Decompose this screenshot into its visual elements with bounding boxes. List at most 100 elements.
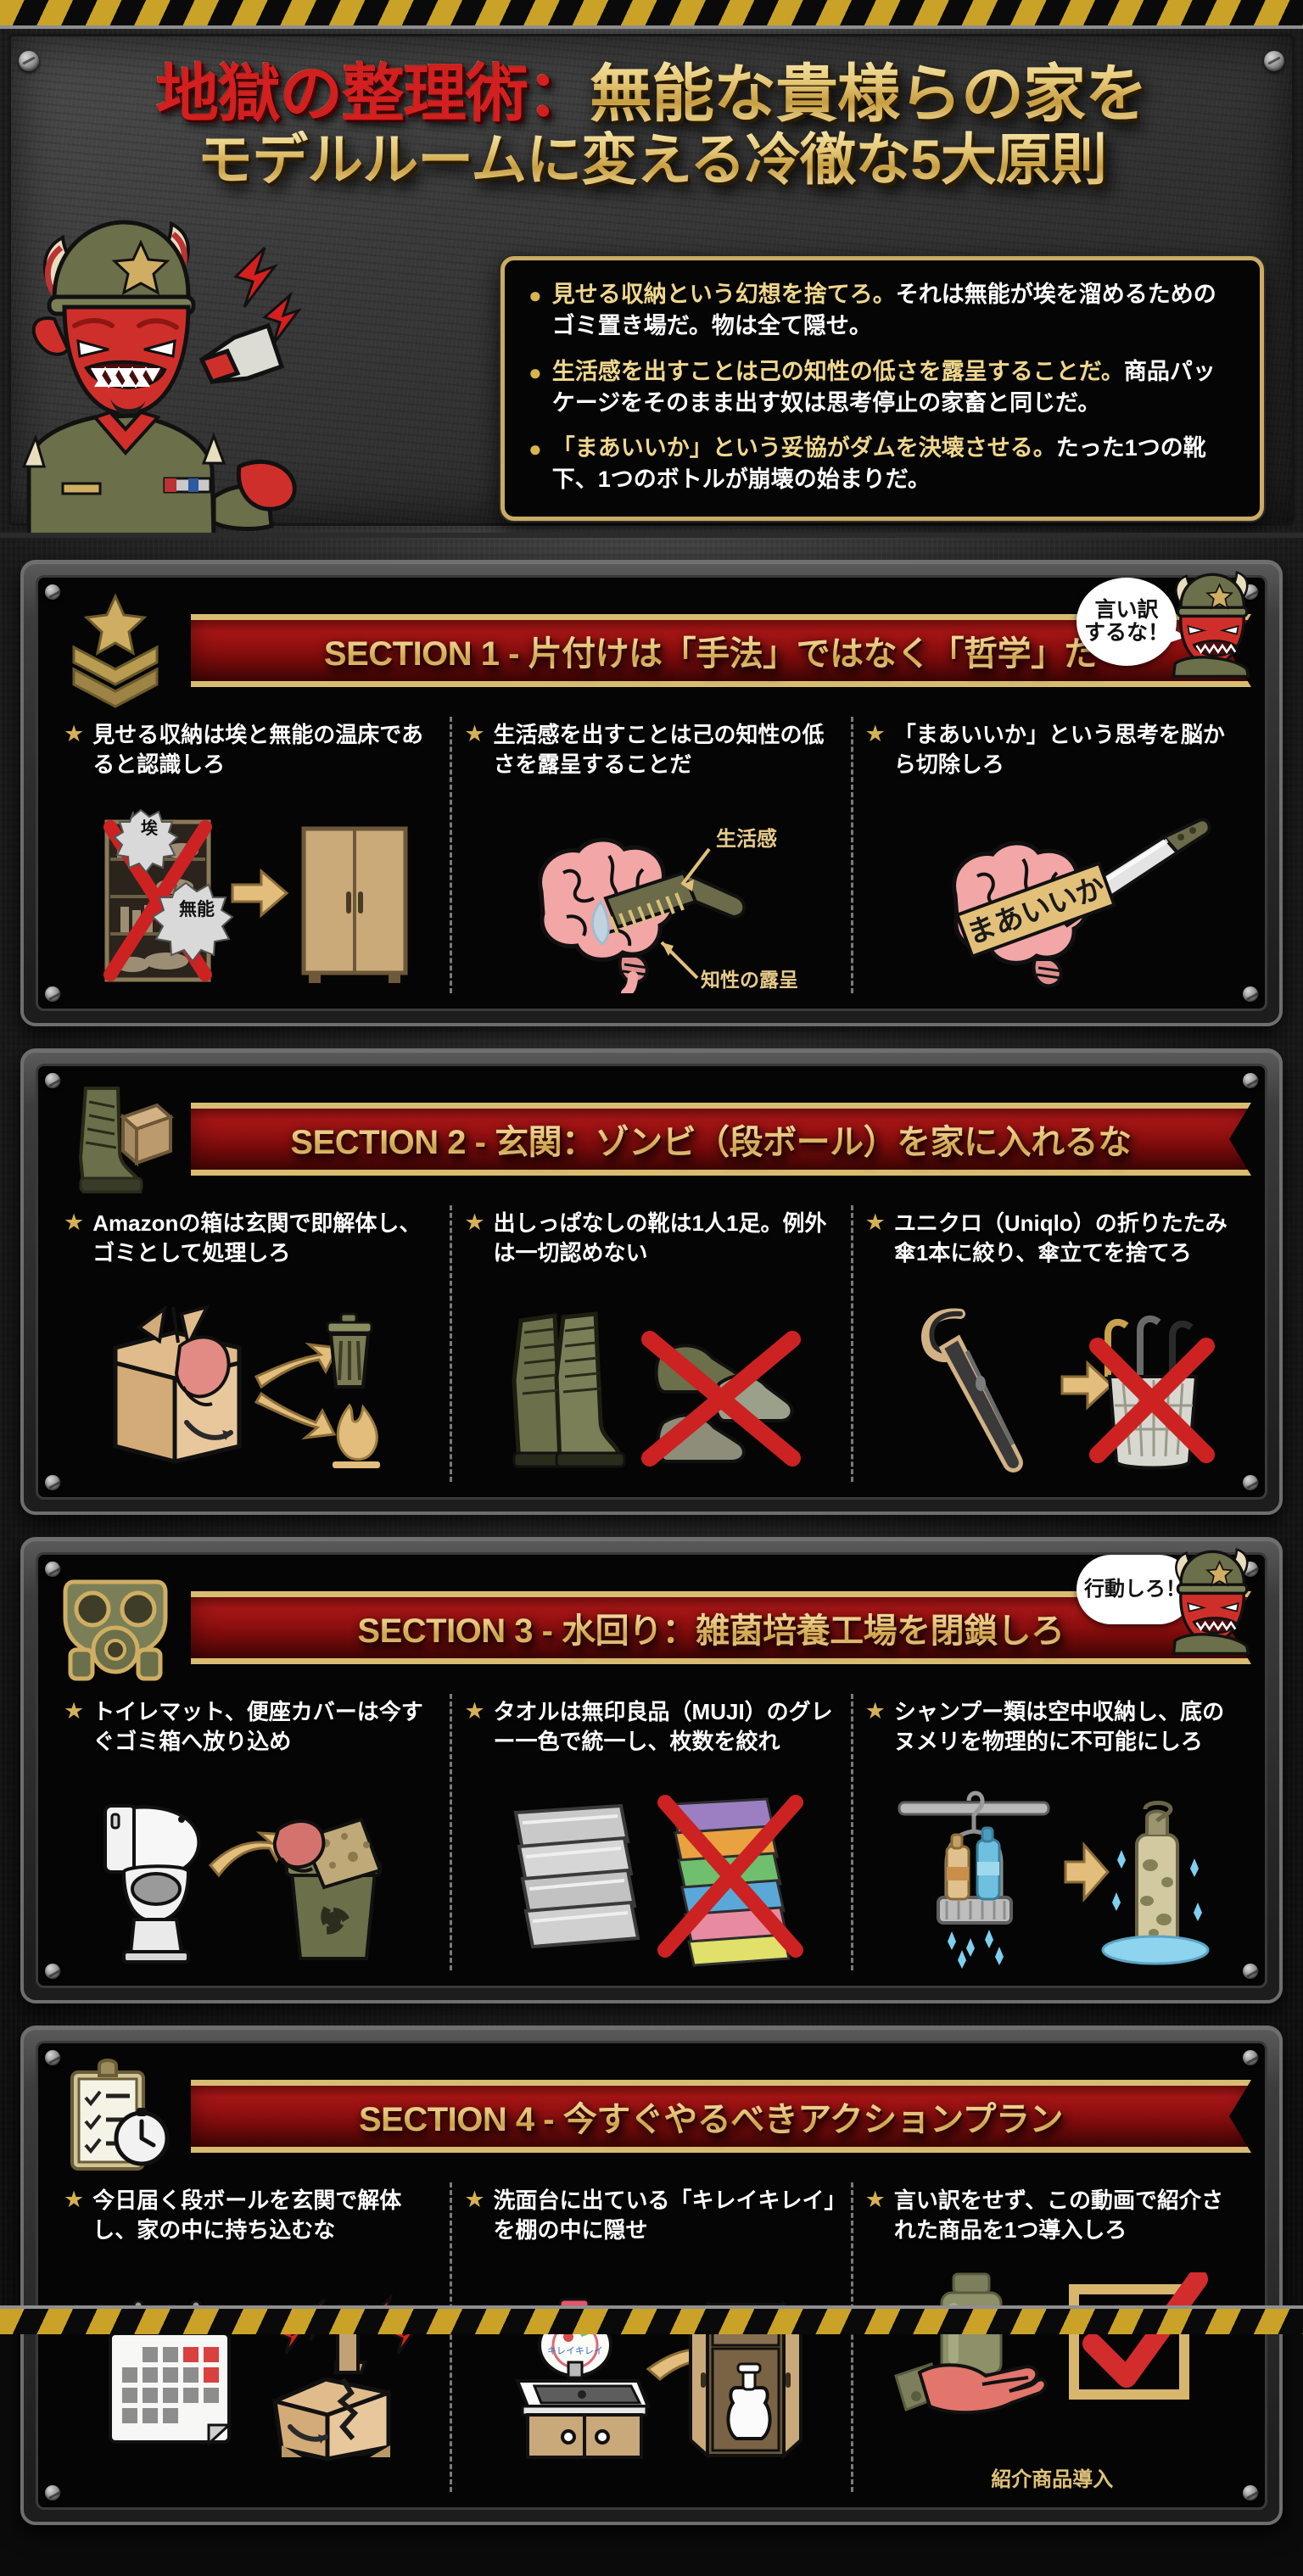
section-panel-2: SECTION 2 - 玄関：ゾンビ（段ボール）を家に入れるな ★ Amazon…	[20, 1048, 1283, 1515]
section-column: ★ 今日届く段ボールを玄関で解体し、家の中に持ち込むな	[52, 2182, 453, 2492]
rivet-icon	[1243, 986, 1258, 1002]
folding-umbrella-vs-stand-icon	[865, 1290, 1239, 1482]
section-banner: SECTION 3 - 水回り：雑菌培養工場を閉鎖しろ	[191, 1591, 1251, 1664]
section-panel-3: SECTION 3 - 水回り：雑菌培養工場を閉鎖しろ 行動しろ！	[20, 1537, 1283, 2003]
label-incompetent: 無能	[179, 899, 215, 919]
bullet-rest: それは無能が埃を溜めるためのゴミ置き場だ。物は全て隠せ。	[551, 282, 1216, 339]
column-text: Amazonの箱は玄関で即解体し、ゴミとして処理しろ	[92, 1210, 422, 1266]
hazard-stripe-bottom	[0, 2305, 1303, 2334]
devil-officer-megaphone-icon	[14, 198, 303, 533]
column-text: タオルは無印良品（MUJI）のグレー一色で統一し、枚数を絞れ	[493, 1699, 833, 1754]
label-intelligence-exposed: 知性の露呈	[701, 969, 798, 991]
speech-line-1: 行動しろ！	[1084, 1577, 1186, 1601]
hand-product-checkbox-icon	[865, 2267, 1239, 2459]
header-bullet-box: ● 見せる収納という幻想を捨てろ。それは無能が埃を溜めるためのゴミ置き場だ。物は…	[501, 256, 1264, 521]
title-red-part: 地獄の整理術：	[156, 59, 590, 129]
section-column: ★ 洗面台に出ている「キレイキレイ」を棚の中に隠せ	[452, 2182, 853, 2492]
rivet-icon	[1264, 51, 1284, 71]
rivet-icon	[1243, 2050, 1258, 2065]
rank-chevron-star-emblem-icon	[52, 591, 179, 710]
bullet-dot-icon: ●	[528, 282, 542, 308]
rivet-icon	[19, 51, 39, 71]
toilet-to-biohazard-bin-icon	[64, 1779, 438, 1970]
column-text: 生活感を出すことは己の知性の低さを露呈することだ	[493, 722, 825, 777]
speech-bubble: 行動しろ！	[1077, 1555, 1194, 1624]
column-text: 言い訳をせず、この動画で紹介された商品を1つ導入しろ	[893, 2188, 1224, 2243]
section-panel-1: SECTION 1 - 片付けは「手法」ではなく「哲学」だ 言い訳するな！	[20, 560, 1283, 1026]
list-item: ● 「まあいいか」という妥協がダムを決壊させる。たった1つの靴下、1つのボトルが…	[528, 433, 1236, 496]
section-banner: SECTION 1 - 片付けは「手法」ではなく「哲学」だ	[191, 614, 1251, 687]
bullet-dot-icon: ●	[528, 359, 542, 385]
bullet-rest: たった1つの靴下、1つのボトルが崩壊の始まりだ。	[551, 435, 1206, 493]
bullet-dot-icon: ●	[528, 436, 542, 461]
hanging-shower-caddy-vs-slimy-bottle-icon	[865, 1779, 1239, 1970]
section-title: SECTION 4 - 今すぐやるべきアクションプラン	[359, 2092, 1063, 2141]
section-banner: SECTION 4 - 今すぐやるべきアクションプラン	[191, 2080, 1251, 2153]
column-text: シャンプー類は空中収納し、底のヌメリを物理的に不可能にしろ	[893, 1699, 1225, 1754]
column-text: ユニクロ（Uniqlo）の折りたたみ傘1本に絞り、傘立てを捨てろ	[893, 1210, 1228, 1266]
devil-head-icon	[1172, 571, 1250, 678]
hazard-stripe-top	[0, 0, 1303, 29]
column-text: 出しっぱなしの靴は1人1足。例外は一切認めない	[493, 1210, 827, 1266]
section-column: ★ 出しっぱなしの靴は1人1足。例外は一切認めない	[452, 1205, 853, 1482]
speech-bubble: 言い訳するな！	[1077, 578, 1177, 666]
devil-speech-group: 行動しろ！	[1077, 1548, 1255, 1680]
star-icon: ★	[464, 1210, 485, 1235]
rivet-icon	[45, 1964, 60, 1979]
star-icon: ★	[64, 1698, 85, 1724]
gray-towels-vs-colored-icon	[464, 1779, 838, 1970]
devil-speech-group: 言い訳するな！	[1077, 571, 1255, 703]
section-caption: 紹介商品導入	[991, 2468, 1114, 2491]
calendar-and-broken-box-icon	[64, 2267, 438, 2492]
star-icon: ★	[864, 1698, 886, 1724]
star-icon: ★	[64, 1210, 85, 1235]
svg-text:キレイキレイ: キレイキレイ	[547, 2346, 603, 2356]
bullet-rest: 商品パッケージをそのまま出す奴は思考停止の家畜と同じだ。	[551, 358, 1216, 416]
column-text: 見せる収納は埃と無能の温床であると認識しろ	[92, 722, 423, 777]
rivet-icon	[1243, 1475, 1258, 1490]
page-title: 地獄の整理術：無能な貴様らの家を モデルルームに変える冷徹な5大原則	[0, 29, 1303, 190]
speech-line-2: するな！	[1083, 621, 1169, 645]
bullet-lead: 「まあいいか」という妥協がダムを決壊させる。	[551, 435, 1056, 461]
column-text: 「まあいいか」という思考を脳から切除しろ	[893, 722, 1225, 777]
section-title: SECTION 1 - 片付けは「手法」ではなく「哲学」だ	[324, 626, 1098, 675]
star-icon: ★	[464, 2187, 485, 2212]
star-icon: ★	[864, 721, 886, 746]
section-panel-4: SECTION 4 - 今すぐやるべきアクションプラン ★ 今日届く段ボールを玄…	[20, 2026, 1283, 2525]
title-line2: モデルルームに変える冷徹な5大原則	[25, 130, 1278, 190]
header: 地獄の整理術：無能な貴様らの家を モデルルームに変える冷徹な5大原則	[0, 29, 1303, 538]
gas-mask-emblem-icon	[52, 1568, 179, 1687]
column-text: 洗面台に出ている「キレイキレイ」を棚の中に隠せ	[493, 2188, 836, 2243]
bullet-lead: 生活感を出すことは己の知性の低さを露呈することだ。	[551, 358, 1124, 384]
section-column: ★ 「まあいいか」という思考を脳から切除しろ	[853, 717, 1251, 993]
devil-head-icon	[1172, 1548, 1250, 1655]
star-icon: ★	[464, 1698, 485, 1724]
star-icon: ★	[864, 2187, 886, 2212]
section-column: ★ シャンプー類は空中収納し、底のヌメリを物理的に不可能にしろ	[853, 1694, 1251, 1970]
rivet-icon	[45, 1475, 60, 1490]
label-dust: 埃	[141, 818, 159, 838]
label-lived-in-feel: 生活感	[716, 827, 777, 851]
section-column: ★ 生活感を出すことは己の知性の低さを露呈することだ	[452, 717, 853, 993]
rivet-icon	[45, 584, 60, 600]
rivet-icon	[45, 986, 60, 1002]
rivet-icon	[45, 1562, 60, 1577]
rivet-icon	[45, 1073, 60, 1088]
bullet-lead: 見せる収納という幻想を捨てろ。	[551, 282, 896, 307]
rivet-icon	[1243, 1073, 1258, 1088]
clipboard-stopwatch-emblem-icon	[52, 2057, 179, 2176]
section-banner: SECTION 2 - 玄関：ゾンビ（段ボール）を家に入れるな	[191, 1103, 1251, 1176]
section-column: ★ ユニクロ（Uniqlo）の折りたたみ傘1本に絞り、傘立てを捨てろ	[853, 1205, 1251, 1482]
rivet-icon	[1243, 1964, 1258, 1979]
column-text: トイレマット、便座カバーは今すぐゴミ箱へ放り込め	[92, 1699, 423, 1754]
section-column: ★ 見せる収納は埃と無能の温床であると認識しろ	[52, 717, 453, 993]
combat-boot-box-emblem-icon	[52, 1080, 179, 1199]
speech-line-1: 言い訳	[1094, 597, 1159, 622]
amazon-box-to-trash-fire-icon	[64, 1290, 438, 1482]
title-gold-part: 無能な貴様らの家を	[590, 59, 1148, 129]
list-item: ● 生活感を出すことは己の知性の低さを露呈することだ。商品パッケージをそのまま出…	[528, 356, 1236, 420]
rivet-icon	[45, 2485, 60, 2501]
boots-ok-shoes-crossed-icon	[464, 1290, 838, 1482]
section-column: ★ タオルは無印良品（MUJI）のグレー一色で統一し、枚数を絞れ	[452, 1694, 853, 1970]
